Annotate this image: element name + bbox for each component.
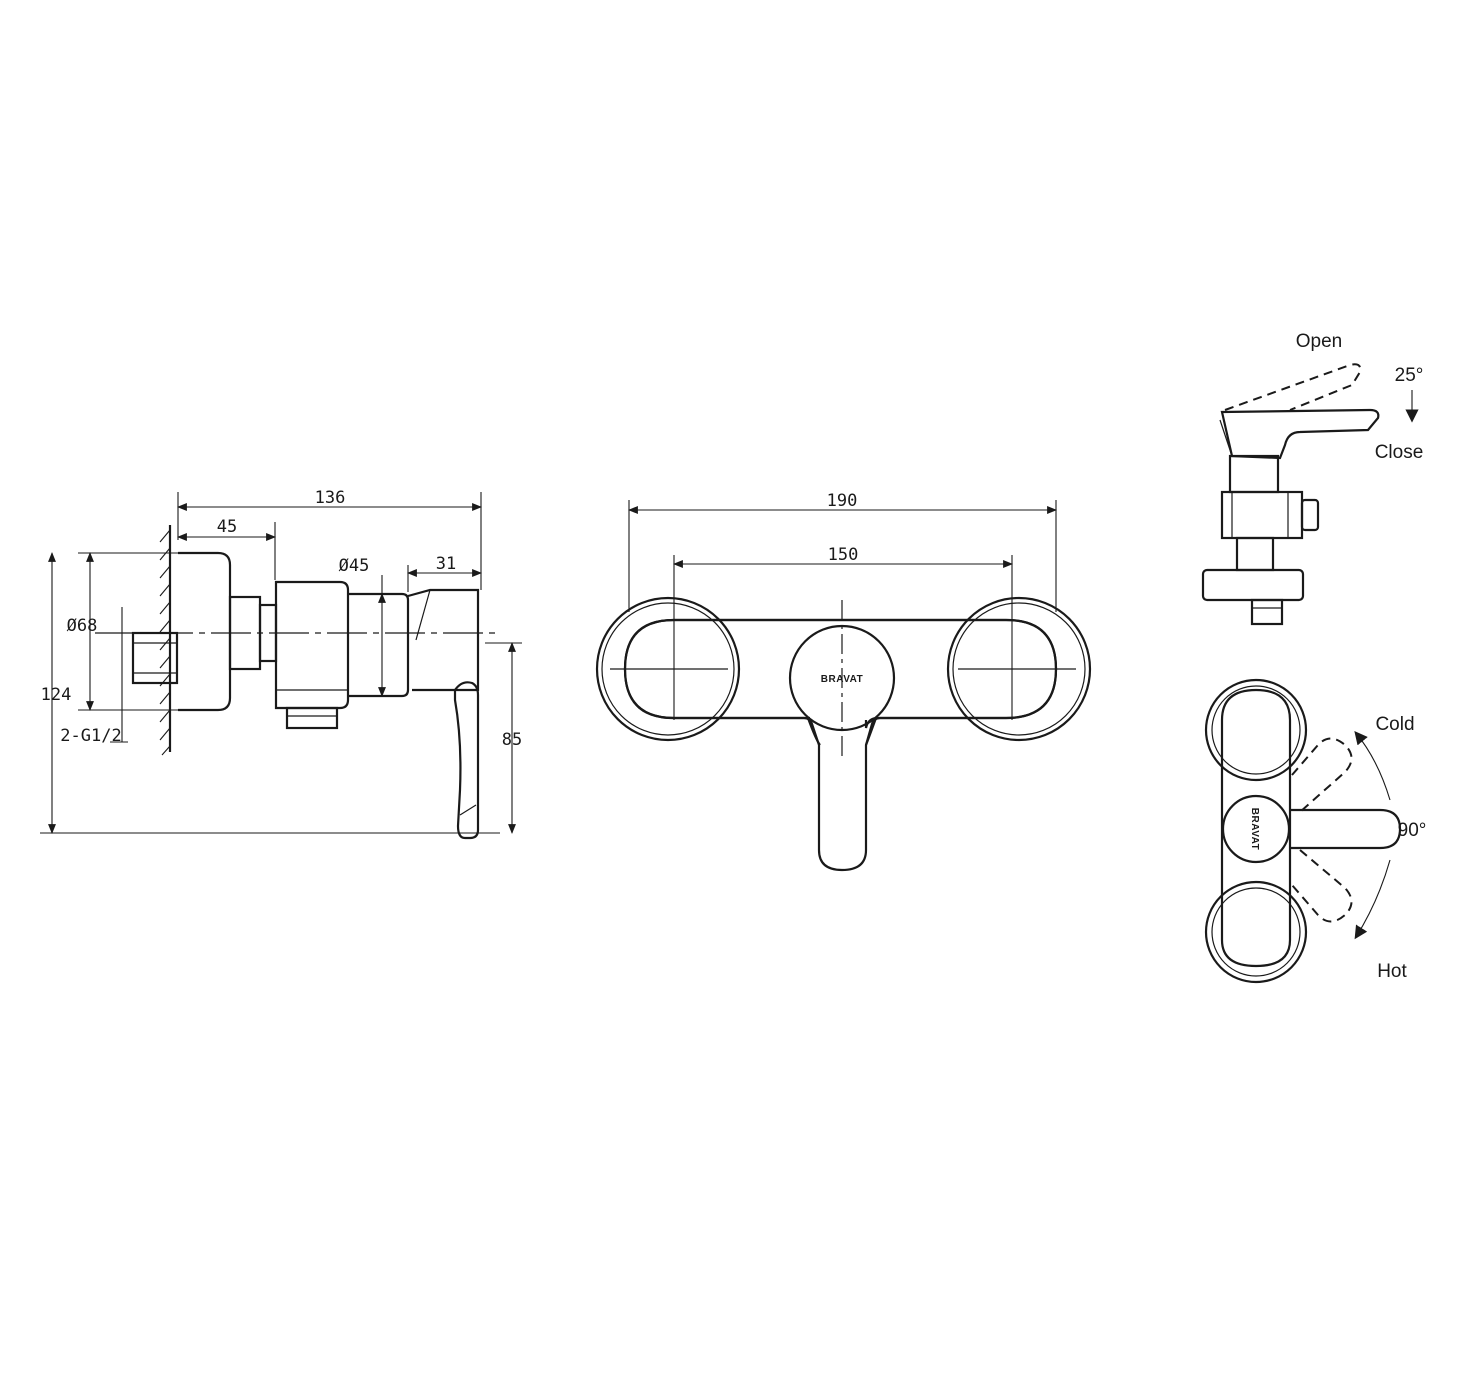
cold-label: Cold	[1375, 714, 1414, 735]
side-lever	[453, 681, 480, 840]
side-view: 136 45 Ø45 31 Ø68 124 2-G1/2 85	[40, 488, 522, 840]
left-flange	[595, 596, 741, 742]
lift-angle-label: 25°	[1395, 365, 1424, 386]
hot-arrow	[1354, 859, 1391, 940]
rotate-lever	[1290, 808, 1402, 850]
rotate-lever-cold	[1291, 737, 1353, 813]
flange	[178, 551, 232, 712]
operation-lift-view: Open 25° Close	[1201, 331, 1424, 626]
cartridge-cover	[348, 592, 410, 698]
lift-body	[1220, 490, 1304, 540]
rotate-top-flange	[1204, 678, 1308, 782]
close-label: Close	[1375, 442, 1424, 463]
lift-connector	[1235, 536, 1275, 572]
lift-inlet	[1250, 598, 1284, 626]
lift-base-flange	[1201, 568, 1305, 602]
lift-cartridge	[1228, 454, 1280, 494]
lift-lever-closed	[1220, 408, 1380, 460]
body-outline	[623, 618, 1058, 872]
lift-lever-open	[1224, 363, 1362, 411]
operation-rotate-view: BRAVAT Cold 90° Hot	[1204, 678, 1427, 984]
outlet	[285, 706, 339, 730]
right-flange	[946, 596, 1092, 742]
dim-label-136: 136	[315, 488, 346, 508]
rotate-brand-logo: BRAVAT	[1249, 808, 1260, 850]
hot-label: Hot	[1377, 961, 1407, 982]
rotate-bottom-flange	[1204, 880, 1308, 984]
dim-label-d68: Ø68	[67, 616, 98, 636]
dim-label-d45: Ø45	[339, 556, 370, 576]
dim-label-190: 190	[827, 491, 858, 511]
cold-arrow	[1354, 730, 1391, 801]
rotate-lever-hot	[1291, 849, 1353, 923]
rotate-handle-cap	[1221, 794, 1291, 864]
dim-label-150: 150	[828, 545, 859, 565]
rotate-angle-label: 90°	[1398, 820, 1427, 841]
dim-label-124: 124	[41, 685, 72, 705]
open-label: Open	[1296, 331, 1342, 352]
dim-label-85: 85	[502, 730, 522, 750]
dim-label-thread: 2-G1/2	[60, 726, 121, 746]
handle-head	[407, 588, 480, 692]
dim-label-45: 45	[217, 517, 237, 537]
front-view: BRAVAT 190 150	[595, 491, 1092, 872]
wall-hatching	[159, 529, 171, 756]
dim-label-31: 31	[436, 554, 456, 574]
rotate-body	[1220, 688, 1292, 968]
valve-body	[274, 580, 350, 710]
